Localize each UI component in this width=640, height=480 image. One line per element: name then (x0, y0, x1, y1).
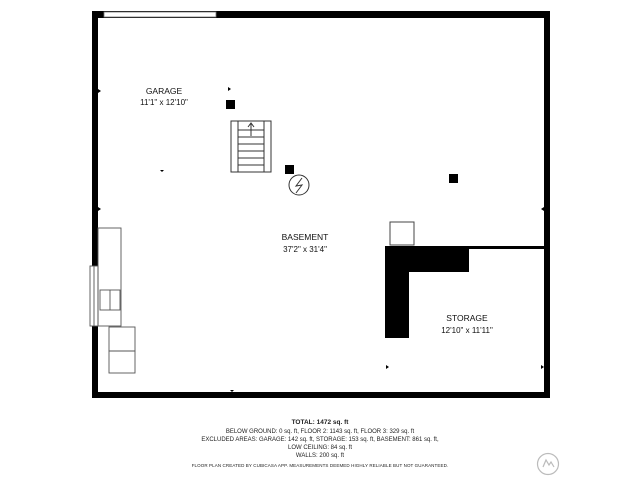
support-posts (226, 100, 458, 183)
east-wall (544, 11, 550, 398)
north-wall (92, 11, 550, 18)
storage-dims: 12'10" x 11'11" (441, 326, 493, 335)
garage-door-opening (103, 11, 217, 18)
garage-dims: 11'1" x 12'10" (140, 98, 188, 107)
dryer (108, 350, 136, 374)
excluded-areas: EXCLUDED AREAS: GARAGE: 142 sq. ft, STOR… (201, 437, 439, 443)
disclaimer: FLOOR PLAN CREATED BY CUBICASA APP. MEAS… (191, 463, 449, 468)
partition-left (385, 246, 409, 338)
basement-label: BASEMENT (282, 232, 329, 242)
post (285, 165, 294, 174)
water-heater-icon (288, 174, 310, 196)
south-wall (92, 392, 550, 398)
exterior-walls (92, 11, 550, 398)
west-fixtures (89, 227, 136, 374)
west-wall (92, 11, 98, 398)
listing-logo-icon (536, 452, 560, 476)
partition-thin (469, 246, 546, 249)
post (449, 174, 458, 183)
garage-label: GARAGE (146, 86, 183, 96)
storage-label: STORAGE (446, 313, 488, 323)
storage-partition (385, 246, 546, 338)
basement-dims: 37'2" x 31'4" (283, 245, 327, 254)
walls-area: WALLS: 200 sq. ft (295, 453, 345, 459)
washer (108, 326, 136, 352)
room-labels: GARAGE 11'1" x 12'10" BASEMENT 37'2" x 3… (140, 86, 493, 335)
utility-box (389, 221, 415, 246)
total-area: TOTAL: 1472 sq. ft (291, 419, 349, 426)
stairs (230, 120, 272, 173)
dimension-markers (98, 87, 544, 392)
post (226, 100, 235, 109)
counter (97, 227, 122, 327)
low-ceiling-area: LOW CEILING: 84 sq. ft (287, 445, 353, 451)
below-ground-area: BELOW GROUND: 0 sq. ft, FLOOR 2: 1143 sq… (225, 429, 415, 435)
